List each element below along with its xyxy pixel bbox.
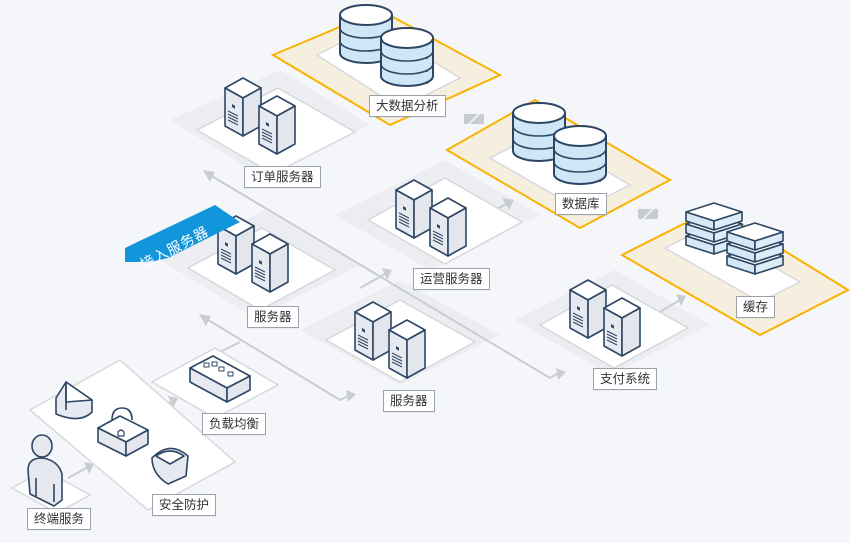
user-icon xyxy=(27,434,63,507)
sync-icon xyxy=(464,114,484,124)
node-label-ops-server: 运营服务器 xyxy=(413,268,490,290)
node-label-payment: 支付系统 xyxy=(593,368,658,390)
node-label-database: 数据库 xyxy=(555,193,607,215)
node-label-bigdata: 大数据分析 xyxy=(369,95,446,117)
shield-icon xyxy=(151,447,189,485)
arrow-icon xyxy=(676,294,686,306)
node-label-load-balance: 负载均衡 xyxy=(202,413,267,435)
node-label-security: 安全防护 xyxy=(152,494,217,516)
arrow-heads xyxy=(84,170,686,474)
arrow-icon xyxy=(84,462,94,474)
node-label-access-server: 服务器 xyxy=(247,306,299,328)
node-label-app-server: 服务器 xyxy=(383,390,435,412)
arrow-icon xyxy=(346,390,356,402)
load-balancer-icon xyxy=(189,355,251,403)
arrow-icon xyxy=(502,198,514,210)
arrow-icon xyxy=(199,314,211,326)
node-label-cache: 缓存 xyxy=(736,296,776,318)
node-label-terminal: 终端服务 xyxy=(27,508,92,530)
lock-icon xyxy=(97,407,149,457)
arrow-icon xyxy=(168,396,178,408)
firewall-icon xyxy=(55,381,93,420)
arrow-icon xyxy=(556,368,566,380)
arrow-icon xyxy=(203,170,215,182)
arrow-icon xyxy=(382,268,392,280)
access-tag-bg xyxy=(125,205,240,262)
sync-icon xyxy=(638,209,658,219)
node-label-order-server: 订单服务器 xyxy=(244,166,321,188)
